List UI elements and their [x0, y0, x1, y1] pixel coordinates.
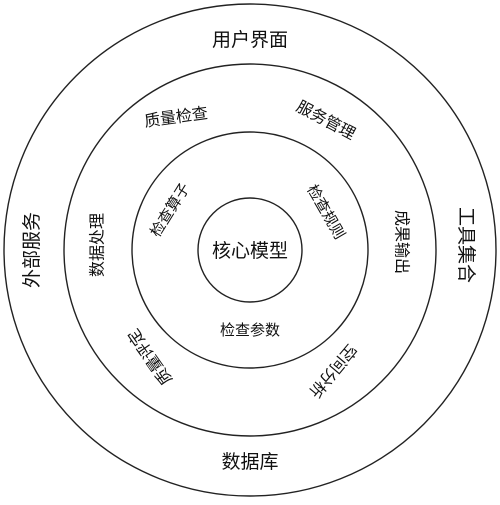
middle-ring [63, 63, 437, 437]
outer-ring [3, 3, 497, 497]
inner-operator-label: 检查算子 [146, 180, 193, 240]
outer-external-service-label: 外部服务 [21, 212, 43, 288]
outer-database-label: 数据库 [221, 451, 278, 473]
inner-params-label: 检查参数 [220, 321, 280, 339]
inner-ring [131, 131, 369, 369]
core-circle [197, 197, 303, 303]
outer-tool-integration-label: 工具集合 [455, 207, 477, 283]
middle-data-processing-label: 数据处理 [88, 213, 107, 277]
core-label: 核心模型 [212, 240, 288, 262]
middle-quality-check-label: 质量检查 [143, 103, 209, 131]
middle-service-mgmt-label: 服务管理 [293, 97, 358, 144]
middle-result-output-label: 成果输出 [393, 210, 412, 274]
inner-rules-label: 检查规则 [303, 182, 349, 243]
outer-ui-label: 用户界面 [212, 29, 288, 51]
